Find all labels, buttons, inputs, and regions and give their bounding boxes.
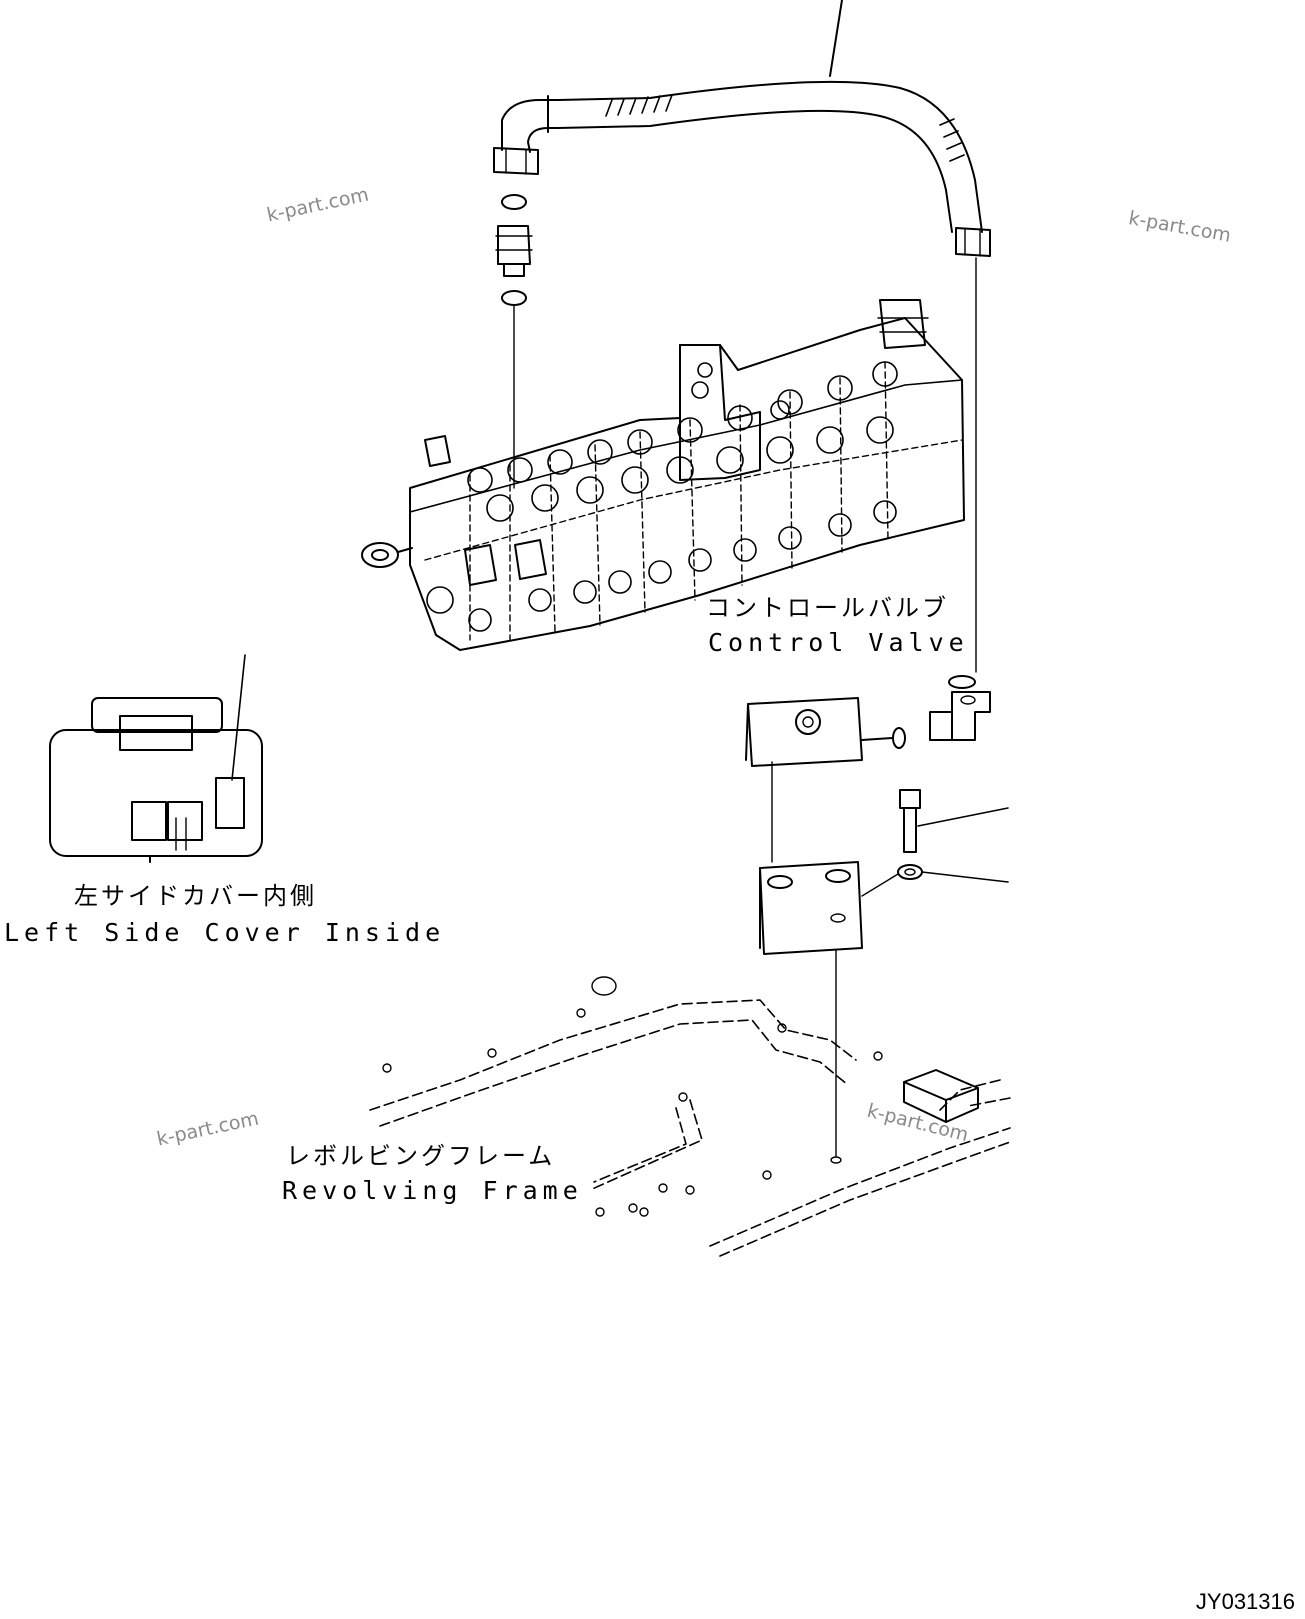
bracket-assembly [745, 675, 1009, 1164]
control-valve-label-en: Control Valve [708, 628, 969, 657]
frame-mount-block [903, 1069, 979, 1123]
left-side-cover-inset [49, 654, 263, 863]
revolving-frame-label-en: Revolving Frame [282, 1176, 583, 1205]
left-side-cover-label-jp: 左サイドカバー内側 [74, 882, 317, 910]
drawing-code: JY031316 [1195, 1589, 1295, 1614]
revolving-frame-label-jp: レボルビングフレーム [286, 1142, 556, 1170]
control-valve [361, 299, 965, 651]
left-side-cover-label-en: Left Side Cover Inside [4, 918, 446, 947]
revolving-frame [369, 999, 1011, 1257]
adapter-stack-left [495, 194, 533, 489]
hose-assembly [493, 0, 991, 257]
control-valve-label-jp: コントロールバルブ [706, 594, 949, 622]
frame-holes [382, 976, 883, 1217]
